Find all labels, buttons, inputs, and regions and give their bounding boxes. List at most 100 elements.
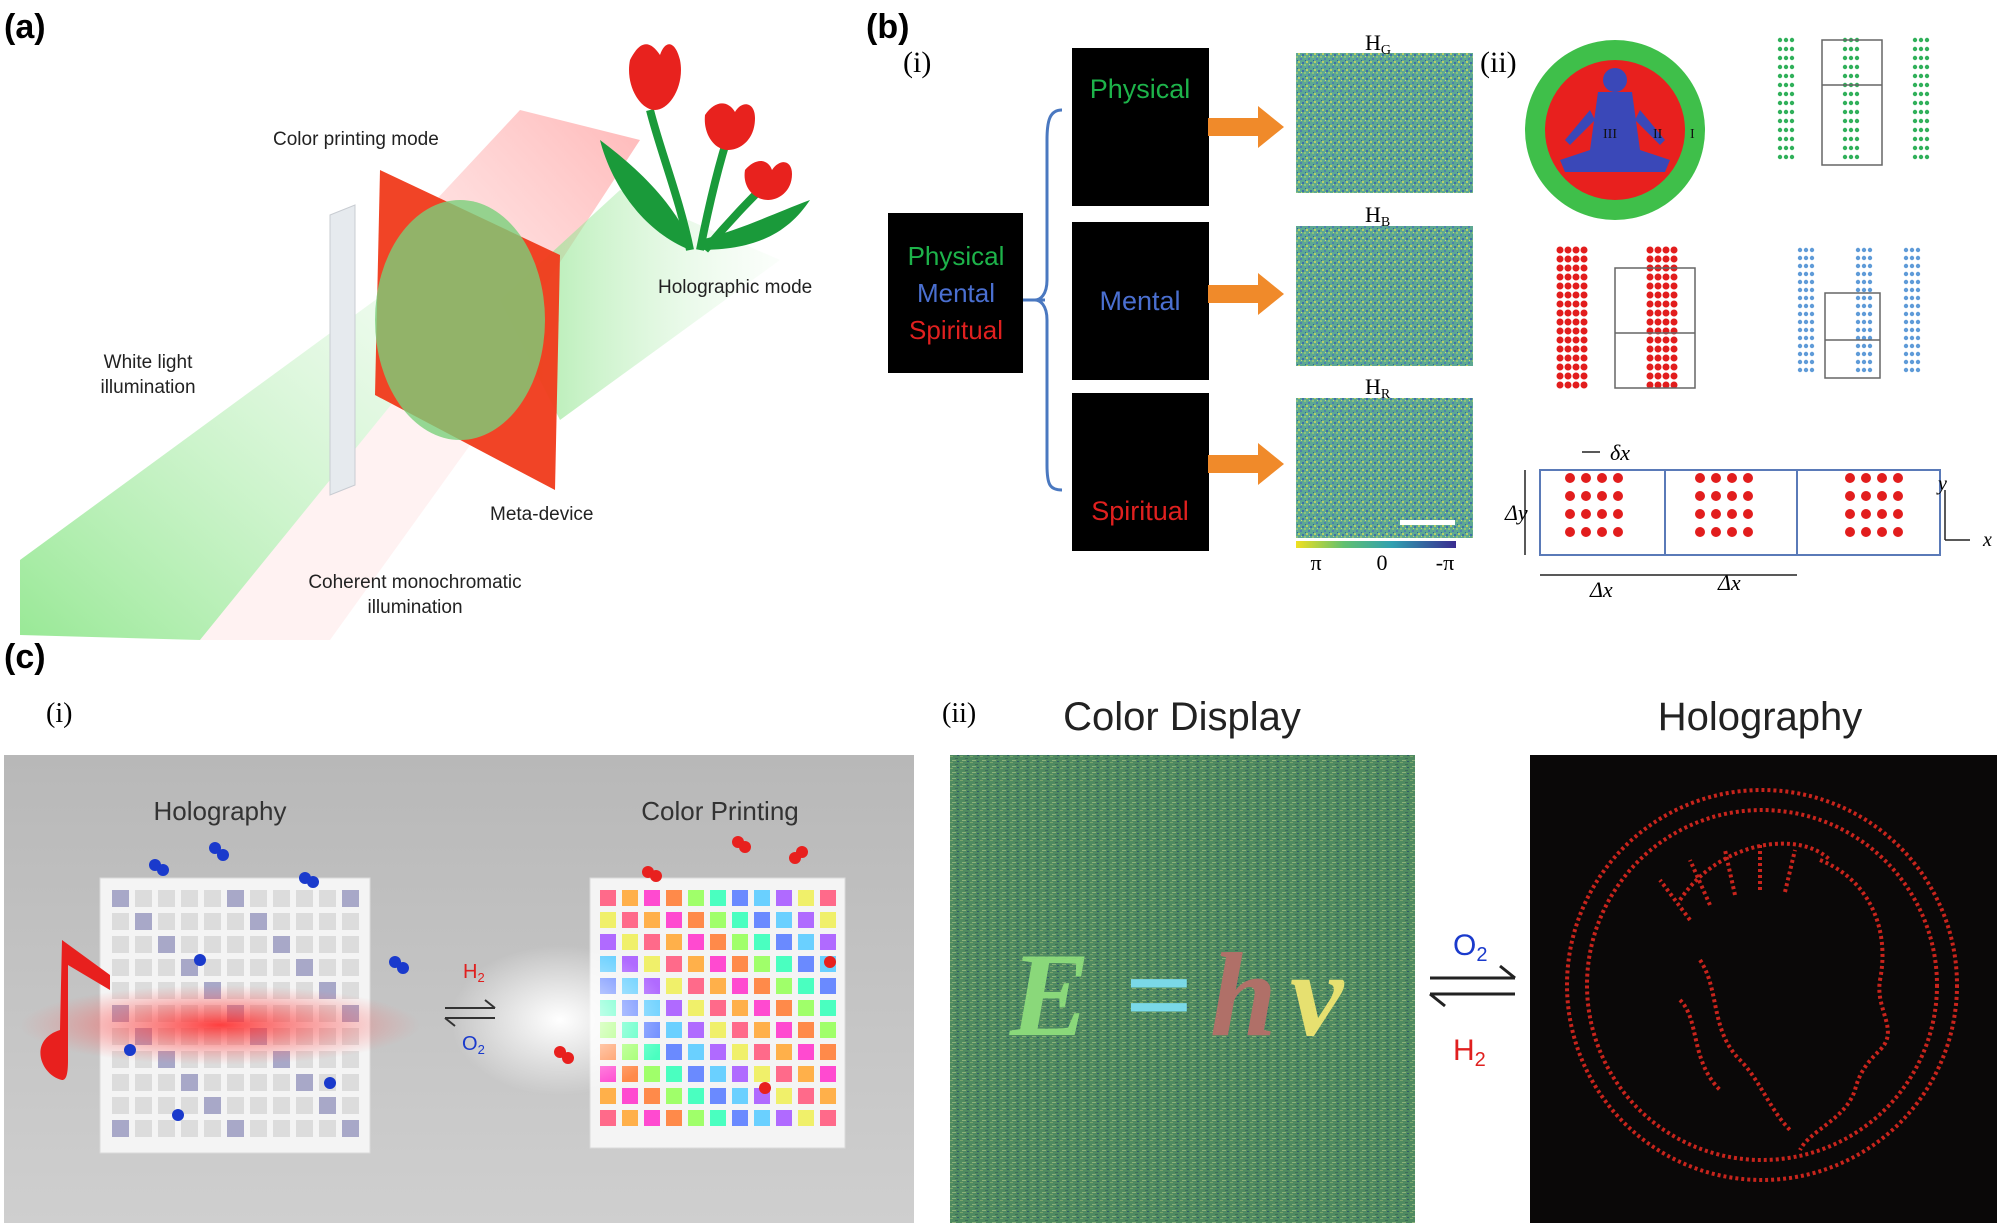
color-pixel [600, 1088, 616, 1104]
red-dot [1670, 246, 1678, 254]
orange-arrow-3 [1208, 443, 1284, 485]
color-pixel [710, 1066, 726, 1082]
green-dot [1918, 55, 1924, 61]
color-pixel [820, 1000, 836, 1016]
color-pixel [710, 1022, 726, 1038]
blue-dot [1903, 319, 1909, 325]
blue-dot [1909, 263, 1915, 269]
grey-pixel [135, 959, 152, 976]
period-dot [1695, 509, 1705, 519]
red-dot [1580, 273, 1588, 281]
blue-dot [1903, 335, 1909, 341]
blue-dot [1903, 343, 1909, 349]
green-dot [1918, 73, 1924, 79]
red-dot [1572, 363, 1580, 371]
blue-dot [1867, 367, 1873, 373]
period-dots [1565, 473, 1903, 537]
color-pixel [776, 956, 792, 972]
color-pixel [798, 934, 814, 950]
green-dot [1777, 109, 1783, 115]
grey-pixel [342, 1074, 359, 1091]
green-unit-cell [1821, 39, 1883, 166]
color-pixel [666, 1022, 682, 1038]
color-pixel [732, 978, 748, 994]
red-dot [1646, 273, 1654, 281]
blue-dot [1915, 247, 1921, 253]
grey-pixel [181, 1074, 198, 1091]
color-pixel [754, 1066, 770, 1082]
green-dot [1783, 154, 1789, 160]
grey-pixel [342, 890, 359, 907]
color-pixel [798, 1110, 814, 1126]
grey-pixel [135, 913, 152, 930]
blue-dot [1797, 367, 1803, 373]
blue-dot [1903, 247, 1909, 253]
grey-pixel [250, 890, 267, 907]
switch-o2: O2 [1453, 929, 1487, 966]
red-dot [1662, 381, 1670, 389]
period-dot [1597, 527, 1607, 537]
color-pixel [644, 956, 660, 972]
switch-h2: H2 [1453, 1034, 1486, 1071]
red-dot [1670, 273, 1678, 281]
box-mental [1072, 222, 1209, 380]
grey-pixel [158, 959, 175, 976]
grey-pixel [273, 936, 290, 953]
period-dot [1581, 509, 1591, 519]
green-dot [1783, 127, 1789, 133]
color-pixel [754, 1110, 770, 1126]
blue-dot [1915, 367, 1921, 373]
grey-pixel [181, 913, 198, 930]
blue-dot [1909, 287, 1915, 293]
grey-pixel [112, 959, 129, 976]
green-dot [1924, 154, 1930, 160]
blue-dot [1861, 351, 1867, 357]
color-pixel [688, 1022, 704, 1038]
green-dot [1777, 55, 1783, 61]
blue-dot [1915, 263, 1921, 269]
blue-dot [1803, 303, 1809, 309]
colorbar-tick-neg-pi: -π [1436, 550, 1454, 575]
blue-dot [1809, 271, 1815, 277]
red-dot [1654, 273, 1662, 281]
green-dot [1789, 55, 1795, 61]
green-dot [1842, 100, 1848, 106]
blue-dot [1809, 351, 1815, 357]
coherent-label-2: illumination [367, 597, 462, 618]
green-dot [1848, 46, 1854, 52]
grey-pixel [135, 890, 152, 907]
red-dot [1662, 300, 1670, 308]
hologram-r [1296, 398, 1473, 538]
red-dot [1556, 372, 1564, 380]
blue-dot [1861, 359, 1867, 365]
period-dot [1877, 473, 1887, 483]
green-dot [1789, 127, 1795, 133]
scale-bar [1400, 520, 1455, 525]
red-dot [1670, 336, 1678, 344]
period-dot [1565, 509, 1575, 519]
color-pixel [688, 956, 704, 972]
grey-pixel [181, 890, 198, 907]
blue-dot [1909, 359, 1915, 365]
red-dot [1662, 345, 1670, 353]
grey-pixel [227, 890, 244, 907]
red-dot [1670, 255, 1678, 263]
source-box [888, 213, 1023, 373]
red-dot [1662, 309, 1670, 317]
grey-pixel [112, 1097, 129, 1114]
green-dot [1912, 118, 1918, 124]
red-dot [1670, 381, 1678, 389]
grey-pixel [296, 913, 313, 930]
axis-y-label: y [1936, 473, 1947, 495]
color-pixel [688, 1000, 704, 1016]
period-dot [1581, 527, 1591, 537]
blue-dot [1903, 303, 1909, 309]
green-dot [1783, 46, 1789, 52]
dim-dx-2: Δx [1717, 570, 1741, 595]
blue-dot [1803, 279, 1809, 285]
grey-pixel [227, 936, 244, 953]
red-dot [1662, 246, 1670, 254]
blue-dot [1915, 271, 1921, 277]
grey-pixel [250, 913, 267, 930]
